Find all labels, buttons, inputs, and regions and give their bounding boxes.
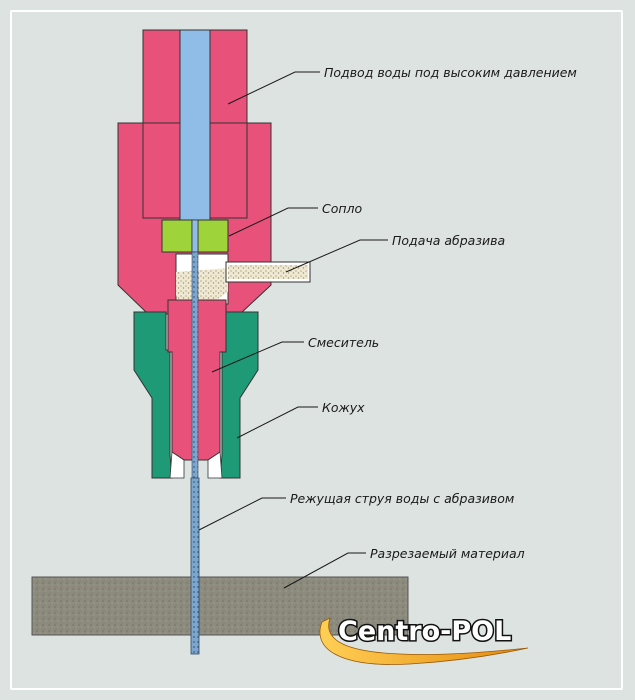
focusing-tube-tip-right [207, 451, 223, 479]
abrasive-in-chamber [176, 268, 228, 304]
centro-pol-logo: Centro-POL [319, 615, 529, 665]
cutting-jet [190, 477, 200, 655]
leader-abrasive [285, 239, 388, 273]
label-housing: Кожух [322, 400, 365, 415]
workpiece-material [31, 576, 409, 636]
logo-swoosh [319, 617, 529, 665]
label-water-inlet: Подвод воды под высоким давлением [324, 65, 577, 80]
nozzle-left [161, 219, 193, 253]
logo-text: Centro-POL [338, 616, 511, 647]
abrasive-in-tube [228, 265, 308, 279]
housing-left [133, 311, 173, 479]
internal-jet [191, 251, 199, 483]
leader-nozzle [228, 207, 318, 237]
label-workpiece: Разрезаемый материал [370, 546, 525, 561]
water-channel [179, 29, 211, 221]
label-mixer: Смеситель [308, 335, 379, 350]
label-abrasive-feed: Подача абразива [392, 233, 505, 248]
leader-housing [236, 406, 318, 439]
leader-material [283, 552, 366, 589]
label-nozzle: Сопло [322, 201, 363, 216]
leader-mixer [211, 341, 304, 373]
frame-border [10, 10, 623, 690]
nozzle-right [197, 219, 229, 253]
label-cutting-jet: Режущая струя воды с абразивом [290, 491, 514, 506]
leader-jet [198, 497, 286, 531]
nozzle-orifice [191, 219, 199, 253]
focusing-tube-tip [169, 451, 185, 479]
leader-water-inlet [227, 71, 320, 105]
